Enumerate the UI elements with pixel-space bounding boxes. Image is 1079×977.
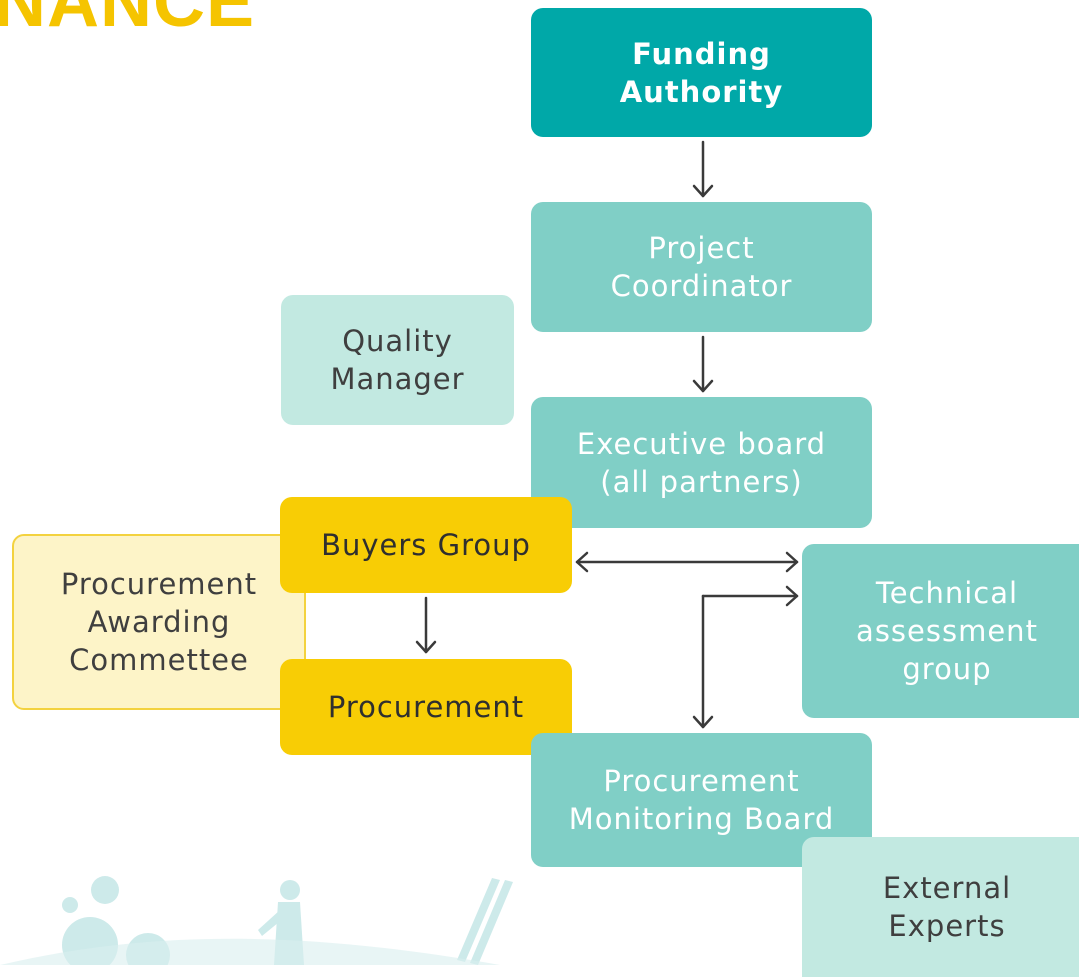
arrow-funding-to-coordinator	[692, 140, 714, 198]
arrow-coordinator-to-executive	[692, 335, 714, 393]
technical-assessment-group-node: Technical assessment group	[802, 544, 1079, 718]
procurement-node: Procurement	[280, 659, 572, 755]
ladder-icon	[457, 878, 513, 965]
buyers-group-node: Buyers Group	[280, 497, 572, 593]
funding-authority-node: Funding Authority	[531, 8, 872, 137]
procurement-awarding-committee-node: Procurement Awarding Commettee	[12, 534, 306, 710]
executive-board-node: Executive board (all partners)	[531, 397, 872, 528]
arrow-buyers-technical	[575, 551, 799, 573]
arrow-buyers-to-procurement	[415, 596, 437, 654]
project-coordinator-node: Project Coordinator	[531, 202, 872, 332]
page-title: NANCE	[0, 0, 256, 42]
quality-manager-node: Quality Manager	[281, 295, 514, 425]
arrow-technical-monitoring	[692, 585, 799, 729]
external-experts-node: External Experts	[802, 837, 1079, 977]
